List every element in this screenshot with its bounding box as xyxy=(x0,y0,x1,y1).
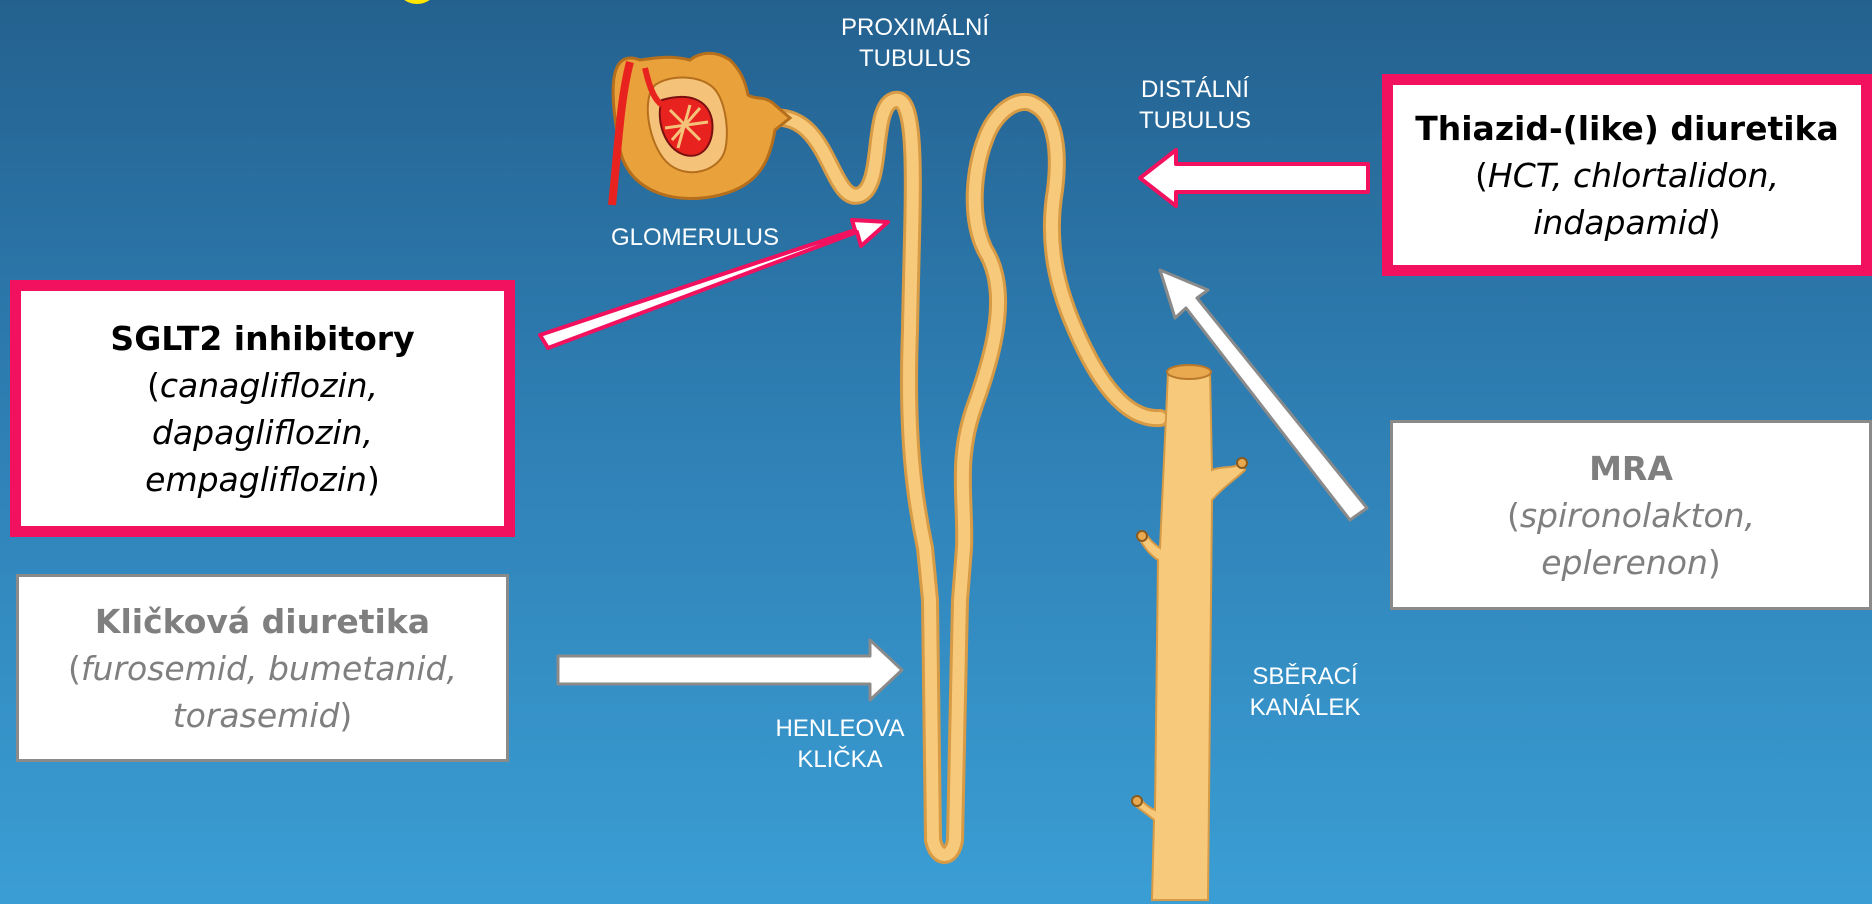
label-proximal-tubule: PROXIMÁLNÍ TUBULUS xyxy=(800,12,1030,74)
label-distal-line2: TUBULUS xyxy=(1100,105,1290,136)
drug-list-sglt2-1: (canagliflozin, xyxy=(21,362,504,409)
drug-box-thiazide: Thiazid-(like) diuretika (HCT, chlortali… xyxy=(1382,74,1872,276)
drug-list-sglt2-3: empagliflozin) xyxy=(21,456,504,503)
drug-thiazide-line1: HCT, chlortalidon, xyxy=(1488,156,1779,195)
drug-box-sglt2: SGLT2 inhibitory (canagliflozin, dapagli… xyxy=(10,280,515,537)
drug-sglt2-line3: empagliflozin xyxy=(145,460,367,499)
drug-mra-line2: eplerenon xyxy=(1541,543,1708,582)
drug-name-thiazide: Thiazid-(like) diuretika xyxy=(1393,105,1861,152)
drug-list-loop-2: torasemid) xyxy=(19,692,506,739)
label-proximal-line2: TUBULUS xyxy=(800,43,1030,74)
drug-sglt2-line1: canagliflozin, xyxy=(160,366,378,405)
label-henle-line2: KLIČKA xyxy=(750,744,930,775)
label-collecting-duct: SBĚRACÍ KANÁLEK xyxy=(1220,661,1390,723)
arrow-loop xyxy=(558,640,902,700)
drug-box-loop: Kličková diuretika (furosemid, bumetanid… xyxy=(16,574,509,762)
glomerulus-illustration xyxy=(612,53,790,205)
drug-loop-line1: furosemid, bumetanid, xyxy=(81,649,457,688)
drug-list-thiazide-2: indapamid) xyxy=(1393,199,1861,246)
drug-name-sglt2: SGLT2 inhibitory xyxy=(21,315,504,362)
drug-list-mra-2: eplerenon) xyxy=(1393,539,1869,586)
label-henle-loop: HENLEOVA KLIČKA xyxy=(750,713,930,775)
drug-list-mra-1: (spironolakton, xyxy=(1393,492,1869,539)
label-collecting-line1: SBĚRACÍ xyxy=(1220,661,1390,692)
drug-loop-line2: torasemid xyxy=(173,696,340,735)
drug-name-mra: MRA xyxy=(1393,445,1869,492)
label-henle-line1: HENLEOVA xyxy=(750,713,930,744)
collecting-duct xyxy=(1132,365,1247,900)
drug-box-mra: MRA (spironolakton, eplerenon) xyxy=(1390,420,1872,610)
label-distal-line1: DISTÁLNÍ xyxy=(1100,74,1290,105)
drug-list-sglt2-2: dapagliflozin, xyxy=(21,409,504,456)
label-proximal-line1: PROXIMÁLNÍ xyxy=(800,12,1030,43)
label-glomerulus: GLOMERULUS xyxy=(590,222,800,253)
label-distal-tubule: DISTÁLNÍ TUBULUS xyxy=(1100,74,1290,136)
drug-list-thiazide-1: (HCT, chlortalidon, xyxy=(1393,152,1861,199)
arrow-thiazide xyxy=(1140,150,1368,206)
drug-sglt2-line2: dapagliflozin, xyxy=(152,413,373,452)
label-collecting-line2: KANÁLEK xyxy=(1220,692,1390,723)
label-glomerulus-line1: GLOMERULUS xyxy=(590,222,800,253)
drug-list-loop-1: (furosemid, bumetanid, xyxy=(19,645,506,692)
drug-name-loop: Kličková diuretika xyxy=(19,598,506,645)
drug-thiazide-line2: indapamid xyxy=(1533,203,1708,242)
drug-mra-line1: spironolakton, xyxy=(1520,496,1755,535)
